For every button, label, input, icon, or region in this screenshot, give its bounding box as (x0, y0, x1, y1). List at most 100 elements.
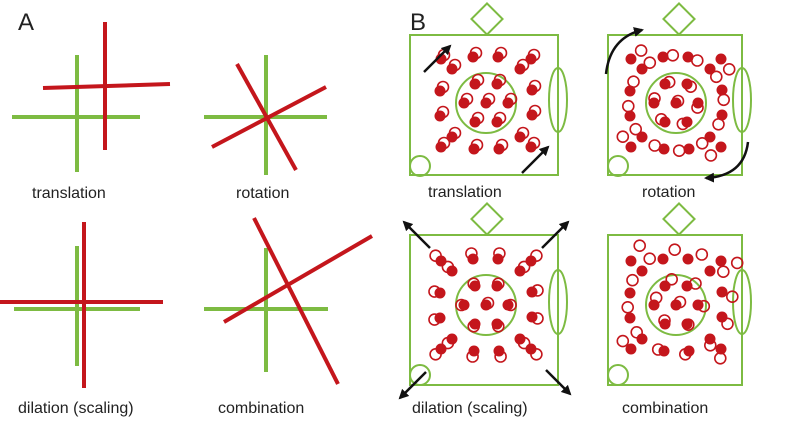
filled-dot (659, 116, 671, 128)
hollow-dot (455, 298, 468, 312)
hollow-dot (465, 247, 478, 260)
hollow-dot (441, 260, 455, 274)
filled-dot (715, 141, 727, 153)
filled-dot (648, 299, 660, 311)
hollow-dot (429, 347, 442, 361)
hollow-dot (654, 113, 668, 126)
panel-b-rotation-pattern (604, 2, 752, 183)
reference-ellipse (548, 269, 568, 335)
panel-a-letter: A (18, 9, 34, 36)
hollow-dot (616, 334, 630, 348)
hollow-dot (448, 58, 462, 72)
hollow-dot (643, 56, 657, 70)
reference-frame (607, 234, 743, 386)
transformed-horizontal-line (42, 82, 171, 90)
hollow-dot (703, 338, 717, 352)
hollow-dot (725, 290, 739, 304)
reference-diamond (470, 2, 504, 36)
hollow-dot (428, 285, 441, 298)
rotation-arrow (604, 27, 644, 75)
hollow-dot (493, 73, 507, 87)
reference-ellipse (548, 67, 568, 133)
filled-dot (658, 143, 670, 155)
filled-dot (625, 255, 637, 267)
caption-a-combination: combination (218, 400, 304, 417)
filled-dot (704, 333, 716, 345)
hollow-dot (460, 92, 474, 106)
hollow-dot (470, 138, 484, 152)
filled-dot (435, 255, 447, 267)
hollow-dot (441, 336, 455, 350)
hollow-dot (713, 351, 727, 365)
hollow-dot (504, 92, 518, 106)
reference-ellipse (732, 67, 752, 133)
hollow-dot (530, 347, 543, 361)
hollow-dot (629, 122, 643, 136)
filled-dot (692, 97, 704, 109)
hollow-dot (516, 126, 530, 140)
caption-b-translation: translation (428, 184, 502, 201)
hollow-dot (517, 336, 531, 350)
filled-dot (704, 63, 716, 75)
hollow-dot (436, 105, 450, 119)
hollow-dot (709, 70, 723, 84)
hollow-dot (626, 273, 639, 287)
hollow-dot (690, 54, 704, 67)
reference-diamond (662, 2, 696, 36)
hollow-dot (678, 347, 692, 361)
hollow-dot (467, 319, 481, 333)
reference-corner-circle (409, 155, 431, 177)
filled-dot (659, 318, 671, 330)
hollow-dot (704, 149, 718, 162)
hollow-dot (437, 136, 451, 150)
filled-dot (716, 109, 728, 121)
panel-a-translation-cross (12, 22, 171, 172)
hollow-dot (648, 92, 661, 105)
filled-dot (659, 280, 671, 292)
hollow-dot (630, 325, 644, 339)
hollow-dot (666, 48, 680, 62)
hollow-dot (721, 317, 734, 331)
reference-diamond (470, 202, 504, 236)
filled-dot (624, 110, 636, 122)
transformed-line-2 (211, 85, 327, 149)
hollow-dot (621, 300, 635, 314)
hollow-dot (493, 111, 507, 125)
hollow-dot (651, 343, 665, 356)
transformed-line-2 (222, 234, 374, 324)
caption-b-rotation: rotation (642, 184, 695, 201)
hollow-dot (493, 247, 506, 260)
filled-dot (704, 265, 716, 277)
hollow-dot (471, 111, 485, 125)
hollow-dot (471, 73, 485, 87)
reference-frame (409, 34, 559, 176)
filled-dot (681, 78, 693, 90)
filled-dot (704, 131, 716, 143)
hollow-dot (491, 277, 505, 291)
dot-pattern (616, 239, 744, 365)
hollow-dot (717, 93, 731, 107)
expansion-arrow (545, 369, 572, 396)
dot-pattern (434, 46, 542, 155)
hollow-dot (491, 319, 505, 333)
filled-dot (502, 299, 514, 311)
panel-b-combination-pattern (607, 202, 752, 386)
hollow-dot (436, 80, 450, 94)
filled-dot (648, 97, 660, 109)
hollow-dot (695, 137, 709, 150)
reference-corner-circle (607, 155, 629, 177)
hollow-dot (633, 239, 647, 252)
filled-dot (624, 312, 636, 324)
filled-dot (657, 253, 669, 265)
hollow-dot (648, 139, 662, 152)
reference-frame (409, 234, 559, 386)
hollow-dot (716, 265, 730, 279)
hollow-dot (668, 243, 682, 256)
reference-corner-circle (607, 364, 629, 386)
filled-dot (624, 287, 636, 299)
filled-dot (625, 141, 637, 153)
panel-b-letter: B (410, 9, 426, 36)
filled-dot (525, 343, 537, 355)
caption-a-translation: translation (32, 185, 106, 202)
hollow-dot (429, 249, 442, 262)
